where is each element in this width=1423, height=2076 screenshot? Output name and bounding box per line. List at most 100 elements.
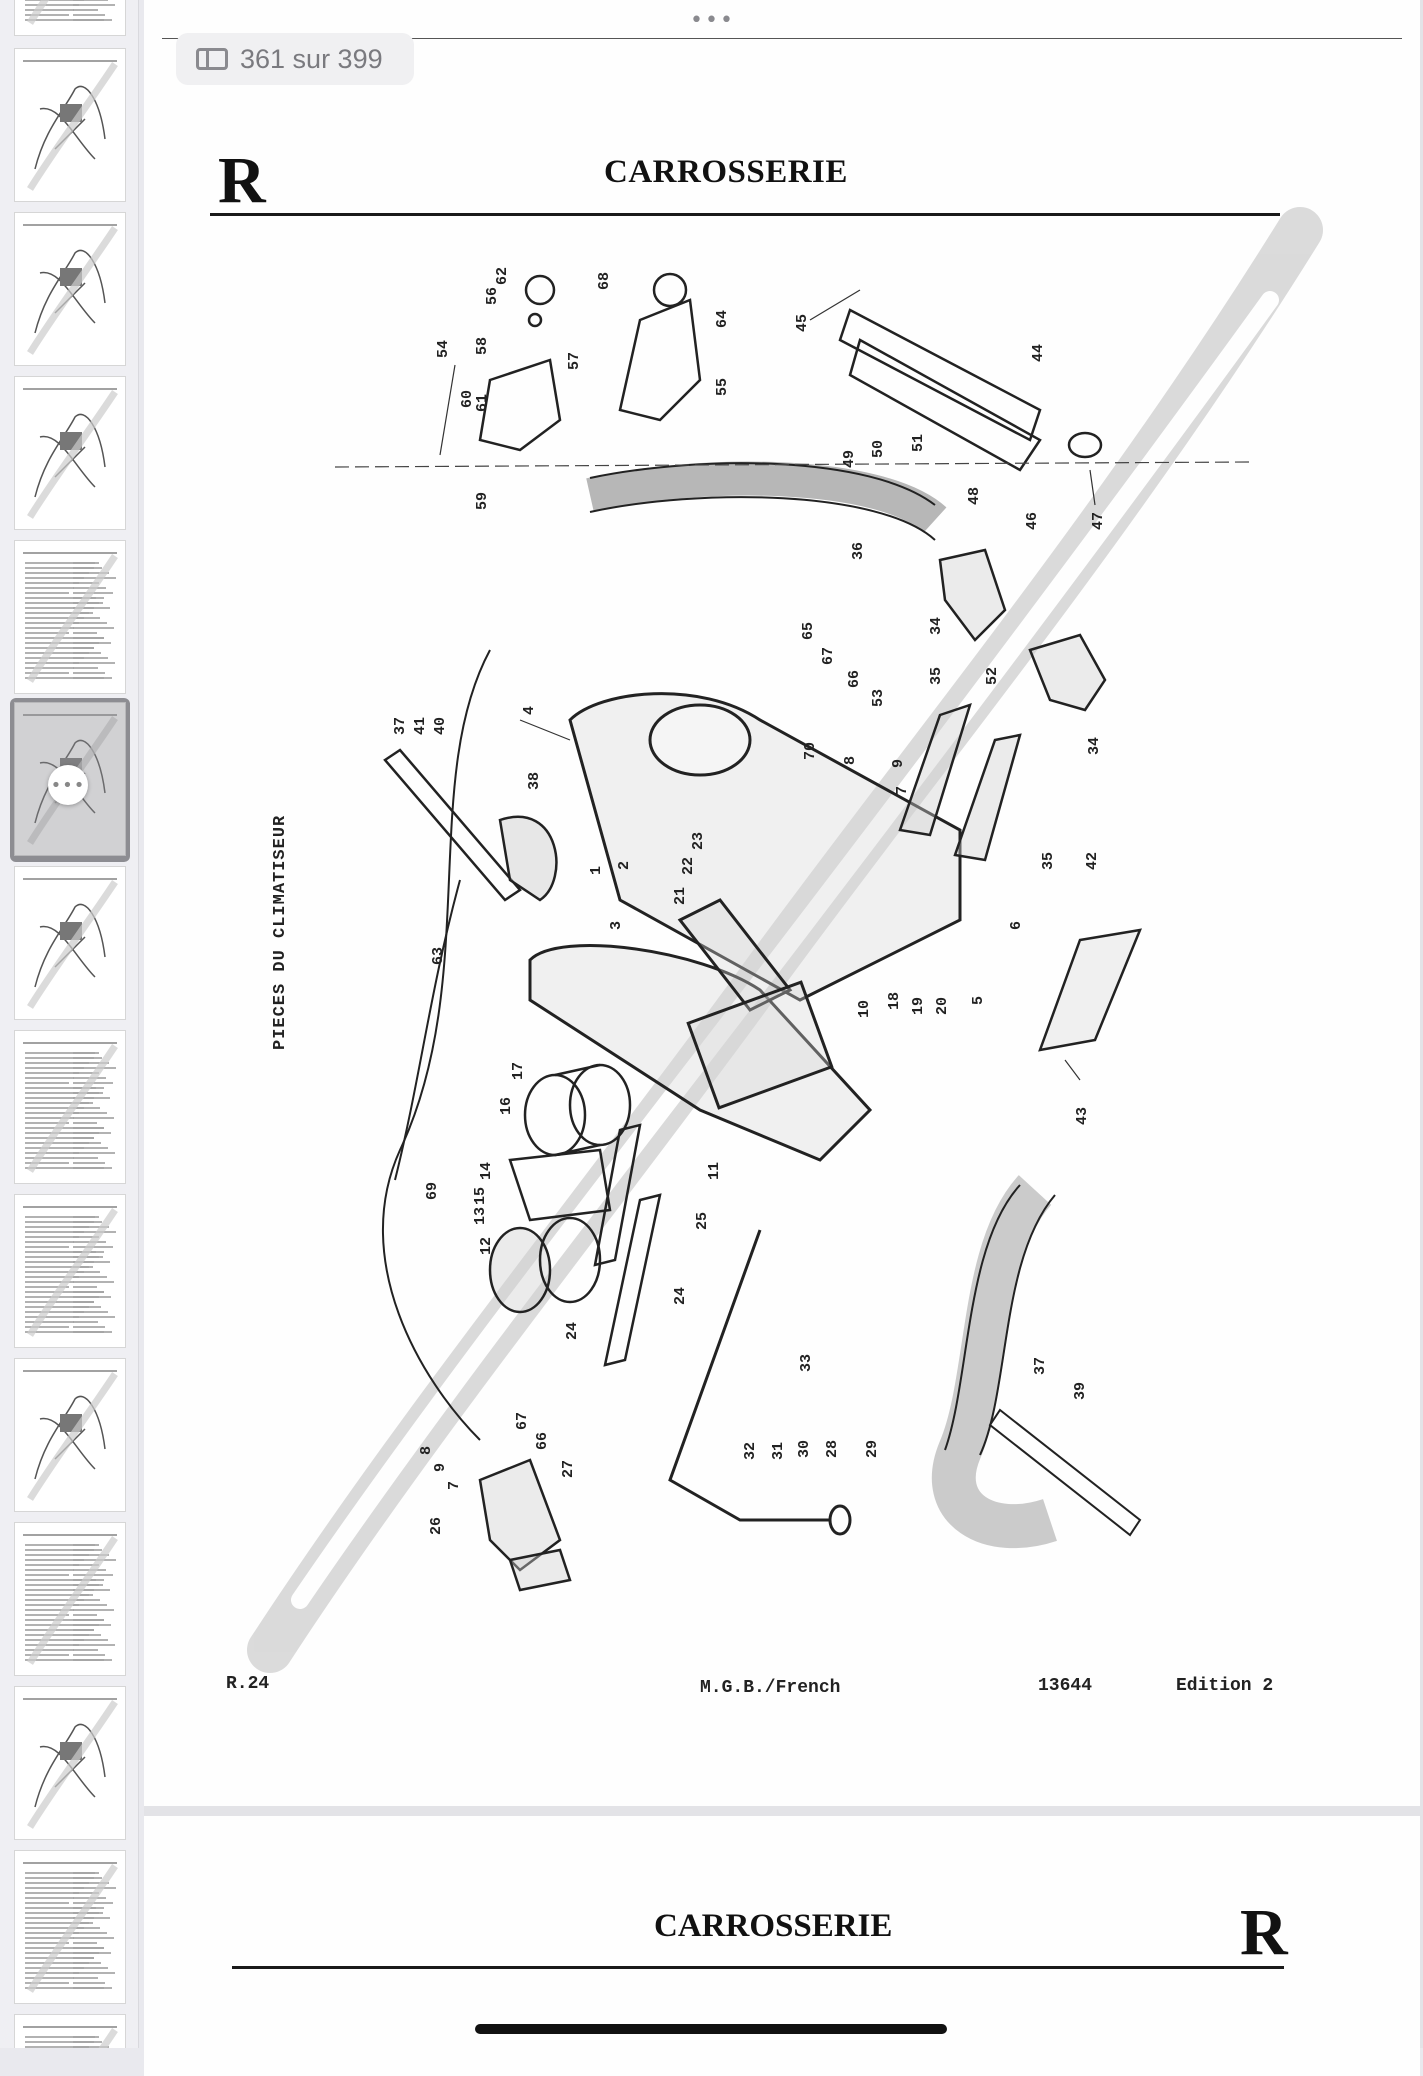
thumbnail-preview [23, 1534, 118, 1665]
callout-32: 32 [742, 1442, 759, 1460]
thumbnail-preview [23, 1862, 118, 1993]
thumbnail-preview [23, 388, 118, 519]
callout-9: 9 [890, 759, 907, 768]
callout-41: 41 [412, 717, 429, 735]
callout-21: 21 [672, 887, 689, 905]
thumbnail-preview [23, 1206, 118, 1337]
callout-34b: 34 [1086, 737, 1103, 755]
page-thumbnail[interactable] [14, 1194, 126, 1348]
callout-8b: 8 [418, 1446, 435, 1455]
callout-28: 28 [824, 1440, 841, 1458]
callout-30: 30 [796, 1440, 813, 1458]
more-dots-icon[interactable]: ••• [690, 8, 735, 33]
callout-62: 62 [494, 267, 511, 285]
callout-57: 57 [566, 352, 583, 370]
callout-6: 6 [1008, 921, 1025, 930]
page-thumbnail[interactable] [14, 1850, 126, 2004]
callout-70: 70 [802, 742, 819, 760]
callout-27: 27 [560, 1460, 577, 1478]
page-thumbnail[interactable] [14, 866, 126, 1020]
thumbnail-preview [23, 878, 118, 1009]
footer-part-number: 13644 [1038, 1676, 1093, 1696]
page-counter-label: 361 sur 399 [240, 43, 383, 74]
callout-47: 47 [1090, 512, 1107, 530]
next-page-title: CARROSSERIE [654, 1908, 893, 1944]
callout-53: 53 [870, 689, 887, 707]
callout-50: 50 [870, 440, 887, 458]
page-thumbnail[interactable] [14, 376, 126, 530]
callout-2: 2 [616, 861, 633, 870]
callout-22: 22 [680, 857, 697, 875]
page-thumbnail[interactable] [14, 540, 126, 694]
callout-58: 58 [474, 337, 491, 355]
callout-25: 25 [694, 1212, 711, 1230]
callout-54: 54 [435, 340, 452, 358]
callout-67b: 67 [514, 1412, 531, 1430]
callout-16: 16 [498, 1097, 515, 1115]
page-title: CARROSSERIE [604, 154, 848, 190]
next-page-section-letter: R [1240, 1896, 1288, 1969]
callout-34: 34 [928, 617, 945, 635]
thumbnail-preview [25, 0, 115, 25]
callout-11: 11 [706, 1162, 723, 1180]
callout-24: 24 [672, 1287, 689, 1305]
callout-7b: 7 [446, 1481, 463, 1490]
page-thumbnail[interactable] [14, 1522, 126, 1676]
thumbnail-preview [23, 1042, 118, 1173]
sidebar-icon [196, 48, 228, 70]
more-dots-icon[interactable]: ••• [48, 765, 88, 805]
callout-35b: 35 [1040, 852, 1057, 870]
diagram-part-hose-lower [931, 1175, 1142, 1549]
diagram-reference-line [334, 461, 1251, 468]
page-thumbnail[interactable] [14, 1358, 126, 1512]
page-counter[interactable]: 361 sur 399 [176, 33, 414, 85]
callout-51: 51 [910, 434, 927, 452]
page-thumbnail[interactable] [14, 2014, 126, 2048]
callout-52: 52 [984, 667, 1001, 685]
callout-40: 40 [432, 717, 449, 735]
diagram-part-cable [382, 649, 491, 1441]
diagram-part-hose-upper [586, 461, 947, 541]
callout-55: 55 [714, 378, 731, 396]
page-thumbnail[interactable] [14, 48, 126, 202]
callout-35: 35 [928, 667, 945, 685]
callout-33: 33 [798, 1354, 815, 1372]
page-thumbnail[interactable] [14, 1686, 126, 1840]
page-thumbnail[interactable] [14, 212, 126, 366]
callout-17: 17 [510, 1062, 527, 1080]
callout-45: 45 [794, 314, 811, 332]
diagram-part-rods [593, 1123, 662, 1367]
callout-15: 15 [472, 1187, 489, 1205]
diagram-part-elbows [938, 548, 1107, 712]
page-thumbnail[interactable] [14, 1030, 126, 1184]
diagram-part-control-rod [668, 1229, 852, 1536]
diagram-part-tubes [898, 703, 1022, 862]
page-top-rule [162, 38, 1402, 39]
thumbnail-preview [23, 224, 118, 355]
document-viewer[interactable] [144, 0, 1423, 2076]
callout-13: 13 [472, 1207, 489, 1225]
callout-18: 18 [886, 992, 903, 1010]
diagram-part-valve [478, 1458, 572, 1592]
callout-66b: 66 [534, 1432, 551, 1450]
callout-63: 63 [430, 947, 447, 965]
callout-43: 43 [1074, 1107, 1091, 1125]
next-page-header-rule [232, 1966, 1284, 1969]
callout-19: 19 [910, 997, 927, 1015]
header-rule [210, 213, 1280, 216]
section-letter: R [218, 144, 266, 217]
callout-14: 14 [478, 1162, 495, 1180]
callout-61: 61 [474, 394, 491, 412]
page-thumbnail[interactable] [14, 0, 126, 36]
callout-5: 5 [970, 996, 987, 1005]
callout-59: 59 [474, 492, 491, 510]
callout-7: 7 [894, 786, 911, 795]
home-indicator[interactable] [475, 2024, 947, 2034]
diagram-part-flap [383, 748, 558, 902]
callout-37b: 37 [1032, 1357, 1049, 1375]
thumbnail-sidebar[interactable] [0, 0, 139, 2048]
thumbnail-preview [23, 1698, 118, 1829]
thumbnail-preview [23, 60, 118, 191]
callout-66: 66 [846, 670, 863, 688]
callout-68: 68 [596, 272, 613, 290]
